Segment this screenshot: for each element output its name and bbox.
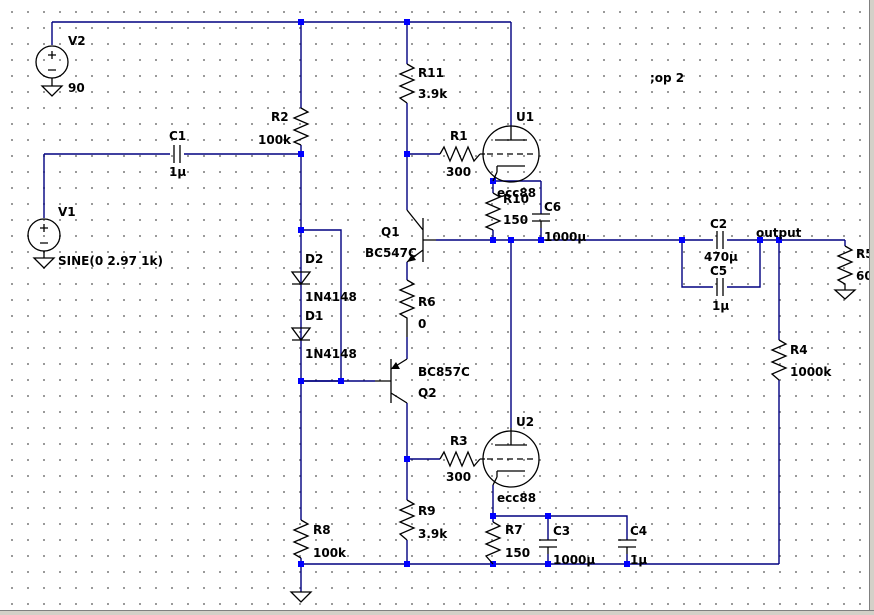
d2-value: 1N4148 [305, 290, 357, 304]
resistor-r3[interactable]: R3 300 [439, 434, 481, 484]
ground-r8 [289, 591, 313, 603]
d1-name: D1 [305, 309, 323, 323]
resistor-r6[interactable]: R6 0 [398, 279, 436, 337]
r10-value: 150 [503, 213, 528, 227]
tube-u2[interactable]: U2 ecc88 [480, 415, 540, 505]
voltage-source-v2[interactable]: V2 90 [35, 34, 86, 97]
transistor-q2[interactable]: BC857C Q2 [375, 358, 470, 404]
resistor-r7[interactable]: R7 150 [484, 521, 530, 565]
v1-value: SINE(0 2.97 1k) [58, 254, 163, 268]
resistor-r10[interactable]: R10 150 [484, 192, 529, 231]
capacitor-c5[interactable]: C5 1µ [710, 264, 729, 313]
spice-directive[interactable]: ;op 2 [650, 71, 684, 85]
q1-value: BC547C [365, 246, 417, 260]
d2-name: D2 [305, 252, 323, 266]
c3-value: 1000µ [553, 553, 595, 567]
q1-name: Q1 [381, 225, 400, 239]
r4-name: R4 [790, 343, 808, 357]
capacitor-c6[interactable]: C6 1000µ [532, 200, 586, 244]
resistor-r8[interactable]: R8 100k [292, 519, 347, 560]
r11-value: 3.9k [418, 87, 448, 101]
resistor-r4[interactable]: R4 1000k [770, 339, 832, 381]
r7-name: R7 [505, 523, 523, 537]
window-bottom-edge [0, 610, 874, 615]
r6-value: 0 [418, 317, 426, 331]
r7-value: 150 [505, 546, 530, 560]
r8-value: 100k [313, 546, 347, 560]
c2-value: 470µ [704, 250, 738, 264]
tube-u1[interactable]: U1 ecc88 [480, 110, 540, 200]
d1-value: 1N4148 [305, 347, 357, 361]
r9-value: 3.9k [418, 527, 448, 541]
v1-name: V1 [58, 205, 76, 219]
q2-name: Q2 [418, 386, 437, 400]
c2-name: C2 [710, 217, 727, 231]
capacitor-c2[interactable]: C2 470µ [704, 217, 738, 264]
c4-value: 1µ [630, 553, 647, 567]
c1-name: C1 [169, 129, 186, 143]
r4-value: 1000k [790, 365, 832, 379]
resistor-r9[interactable]: R9 3.9k [398, 499, 448, 541]
q2-value: BC857C [418, 365, 470, 379]
resistor-r2[interactable]: R2 100k [258, 107, 310, 147]
resistor-r5[interactable]: R5 60 [833, 245, 874, 300]
c6-name: C6 [544, 200, 561, 214]
v2-value: 90 [68, 81, 85, 95]
r9-name: R9 [418, 504, 436, 518]
r1-value: 300 [446, 165, 471, 179]
r3-value: 300 [446, 470, 471, 484]
r2-name: R2 [271, 110, 289, 124]
u1-value: ecc88 [497, 186, 536, 200]
v2-name: V2 [68, 34, 86, 48]
voltage-source-v1[interactable]: V1 SINE(0 2.97 1k) [27, 205, 163, 269]
capacitor-c4[interactable]: C4 1µ [618, 524, 647, 567]
c6-value: 1000µ [544, 230, 586, 244]
transistor-q1[interactable]: Q1 BC547C [365, 209, 436, 263]
c3-name: C3 [553, 524, 570, 538]
diode-d1[interactable]: D1 1N4148 [290, 309, 357, 361]
capacitor-c1[interactable]: C1 1µ [169, 129, 186, 179]
r1-name: R1 [450, 129, 468, 143]
capacitor-c3[interactable]: C3 1000µ [539, 524, 595, 567]
r8-name: R8 [313, 523, 331, 537]
r10-name: R10 [503, 192, 529, 206]
r5-value: 60 [856, 269, 873, 283]
r11-name: R11 [418, 66, 444, 80]
c1-value: 1µ [169, 165, 186, 179]
resistor-r11[interactable]: R11 3.9k [398, 63, 448, 104]
u2-value: ecc88 [497, 491, 536, 505]
output-net-label[interactable]: output [756, 226, 802, 240]
u2-name: U2 [516, 415, 534, 429]
u1-name: U1 [516, 110, 534, 124]
diode-d2[interactable]: D2 1N4148 [290, 252, 357, 304]
r3-name: R3 [450, 434, 468, 448]
c5-name: C5 [710, 264, 727, 278]
c4-name: C4 [630, 524, 647, 538]
junctions [298, 19, 782, 567]
c5-value: 1µ [712, 299, 729, 313]
r6-name: R6 [418, 295, 436, 309]
window-right-edge [869, 0, 874, 614]
resistor-r1[interactable]: R1 300 [439, 129, 481, 179]
r2-value: 100k [258, 133, 292, 147]
